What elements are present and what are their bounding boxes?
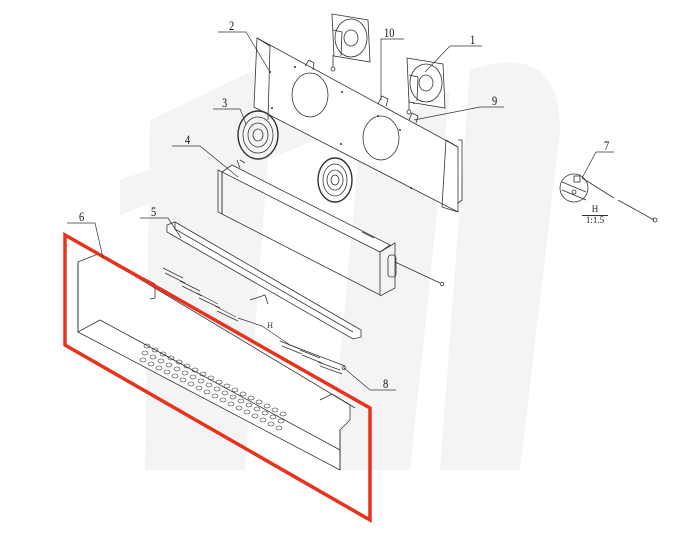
- callout-1: 1: [470, 32, 476, 47]
- drawing-lines: H: [77, 13, 658, 471]
- vent-holes: [139, 343, 287, 431]
- detail-view-name: H: [582, 204, 608, 216]
- fan-grille-left: [237, 110, 279, 160]
- callout-7: 7: [604, 138, 610, 153]
- leader-lines: [67, 31, 614, 391]
- highlight-outline: [63, 231, 372, 524]
- callout-10: 10: [384, 25, 395, 40]
- callout-9: 9: [492, 93, 498, 108]
- fan-bracket-10: [377, 95, 389, 107]
- tray-marker: H: [267, 322, 273, 330]
- callout-4: 4: [185, 132, 191, 147]
- sensor-detail: [559, 173, 658, 223]
- fan-left: [330, 13, 371, 72]
- callout-8: 8: [383, 376, 389, 391]
- fan-grille-right: [317, 157, 353, 203]
- callout-6: 6: [79, 209, 85, 224]
- fan-bracket-left: [304, 59, 315, 71]
- evaporator-coil: [217, 159, 445, 297]
- fan-right: [406, 57, 446, 115]
- front-cover: [77, 253, 356, 471]
- callout-3: 3: [222, 95, 228, 110]
- heater-wire: [162, 267, 346, 375]
- detail-view-scale: 1:1.5: [585, 214, 605, 225]
- callout-2: 2: [229, 18, 235, 33]
- fan-panel: [253, 37, 463, 213]
- callout-5: 5: [151, 204, 157, 219]
- detail-view-label: H 1:1.5: [582, 204, 608, 226]
